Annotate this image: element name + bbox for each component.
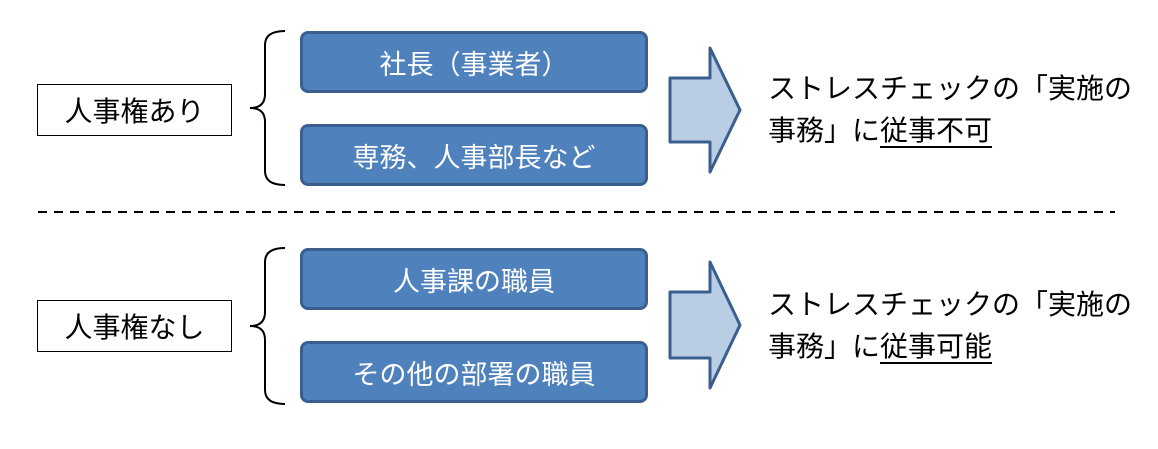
outcome-emphasis-not-allowed: 従事不可 bbox=[880, 114, 993, 147]
arrow-right-top bbox=[668, 46, 742, 174]
category-label-without-authority: 人事権なし bbox=[37, 300, 232, 352]
bracket-top bbox=[249, 30, 286, 186]
role-box-hr-staff: 人事課の職員 bbox=[300, 248, 648, 310]
outcome-emphasis-allowed: 従事可能 bbox=[880, 330, 993, 363]
outcome-text-allowed: ストレスチェックの「実施の 事務」に従事可能 bbox=[768, 284, 1148, 368]
bracket-bottom bbox=[249, 247, 286, 405]
outcome-line-1: ストレスチェックの「実施の bbox=[768, 288, 1133, 321]
outcome-line-2-prefix: 事務」に bbox=[768, 114, 881, 147]
outcome-line-2-prefix: 事務」に bbox=[768, 330, 881, 363]
arrow-right-bottom bbox=[668, 260, 742, 390]
role-box-executive-hr-manager: 専務、人事部長など bbox=[300, 124, 648, 186]
role-box-other-dept-staff: その他の部署の職員 bbox=[300, 341, 648, 403]
outcome-text-not-allowed: ストレスチェックの「実施の 事務」に従事不可 bbox=[768, 68, 1148, 152]
outcome-line-2: 事務」に従事不可 bbox=[768, 110, 1148, 152]
outcome-line-2: 事務」に従事可能 bbox=[768, 326, 1148, 368]
category-label-with-authority: 人事権あり bbox=[37, 84, 232, 136]
role-box-president: 社長（事業者） bbox=[300, 31, 648, 93]
outcome-line-1: ストレスチェックの「実施の bbox=[768, 72, 1133, 105]
